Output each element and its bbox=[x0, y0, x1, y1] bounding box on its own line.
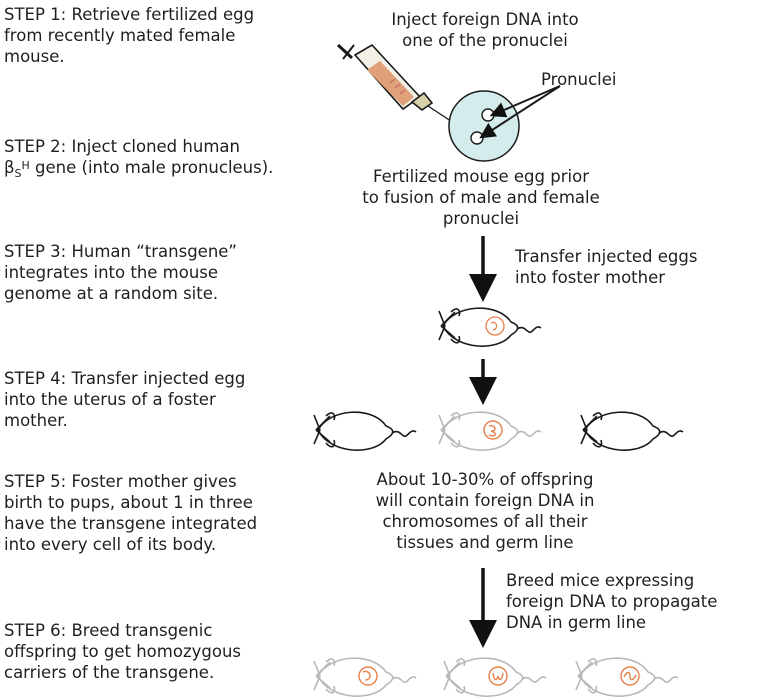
step-2-rest: gene (into male pronucleus). bbox=[29, 158, 274, 177]
mouse-icon bbox=[438, 307, 542, 347]
step-2-text: STEP 2: Inject cloned human βSH gene (in… bbox=[4, 136, 274, 180]
step-5-text: STEP 5: Foster mother gives birth to pup… bbox=[4, 472, 258, 554]
pronuclei-label: Pronuclei bbox=[541, 70, 617, 89]
step-6-text: STEP 6: Breed transgenic offspring to ge… bbox=[4, 621, 241, 682]
transfer-label: Transfer injected eggs into foster mothe… bbox=[515, 247, 698, 287]
mouse-icon bbox=[438, 411, 542, 451]
offspring-label: About 10-30% of offspring will contain f… bbox=[375, 470, 595, 552]
syringe-icon bbox=[336, 43, 467, 132]
step-2-line1: STEP 2: Inject cloned human bbox=[4, 137, 240, 156]
step-1-text: STEP 1: Retrieve fertilized egg from rec… bbox=[4, 5, 255, 66]
mouse-icon bbox=[313, 657, 417, 697]
mouse-icon bbox=[443, 657, 547, 697]
fertilized-egg-label: Fertilized mouse egg prior to fusion of … bbox=[362, 167, 600, 228]
breed-label: Breed mice expressing foreign DNA to pro… bbox=[506, 571, 718, 632]
beta-subscript: S bbox=[14, 167, 22, 180]
mouse-icon bbox=[580, 411, 684, 451]
inject-label: Inject foreign DNA into one of the pronu… bbox=[391, 10, 579, 50]
step-3-text: STEP 3: Human “transgene” integrates int… bbox=[4, 242, 237, 303]
mouse-icon bbox=[313, 411, 417, 451]
step-4-text: STEP 4: Transfer injected egg into the u… bbox=[4, 369, 246, 430]
pronuclei-pointer-arrows bbox=[479, 85, 561, 139]
mouse-icon bbox=[575, 657, 679, 697]
beta-symbol: β bbox=[4, 158, 15, 177]
egg-cell-icon bbox=[448, 90, 520, 162]
beta-superscript: H bbox=[21, 159, 30, 172]
